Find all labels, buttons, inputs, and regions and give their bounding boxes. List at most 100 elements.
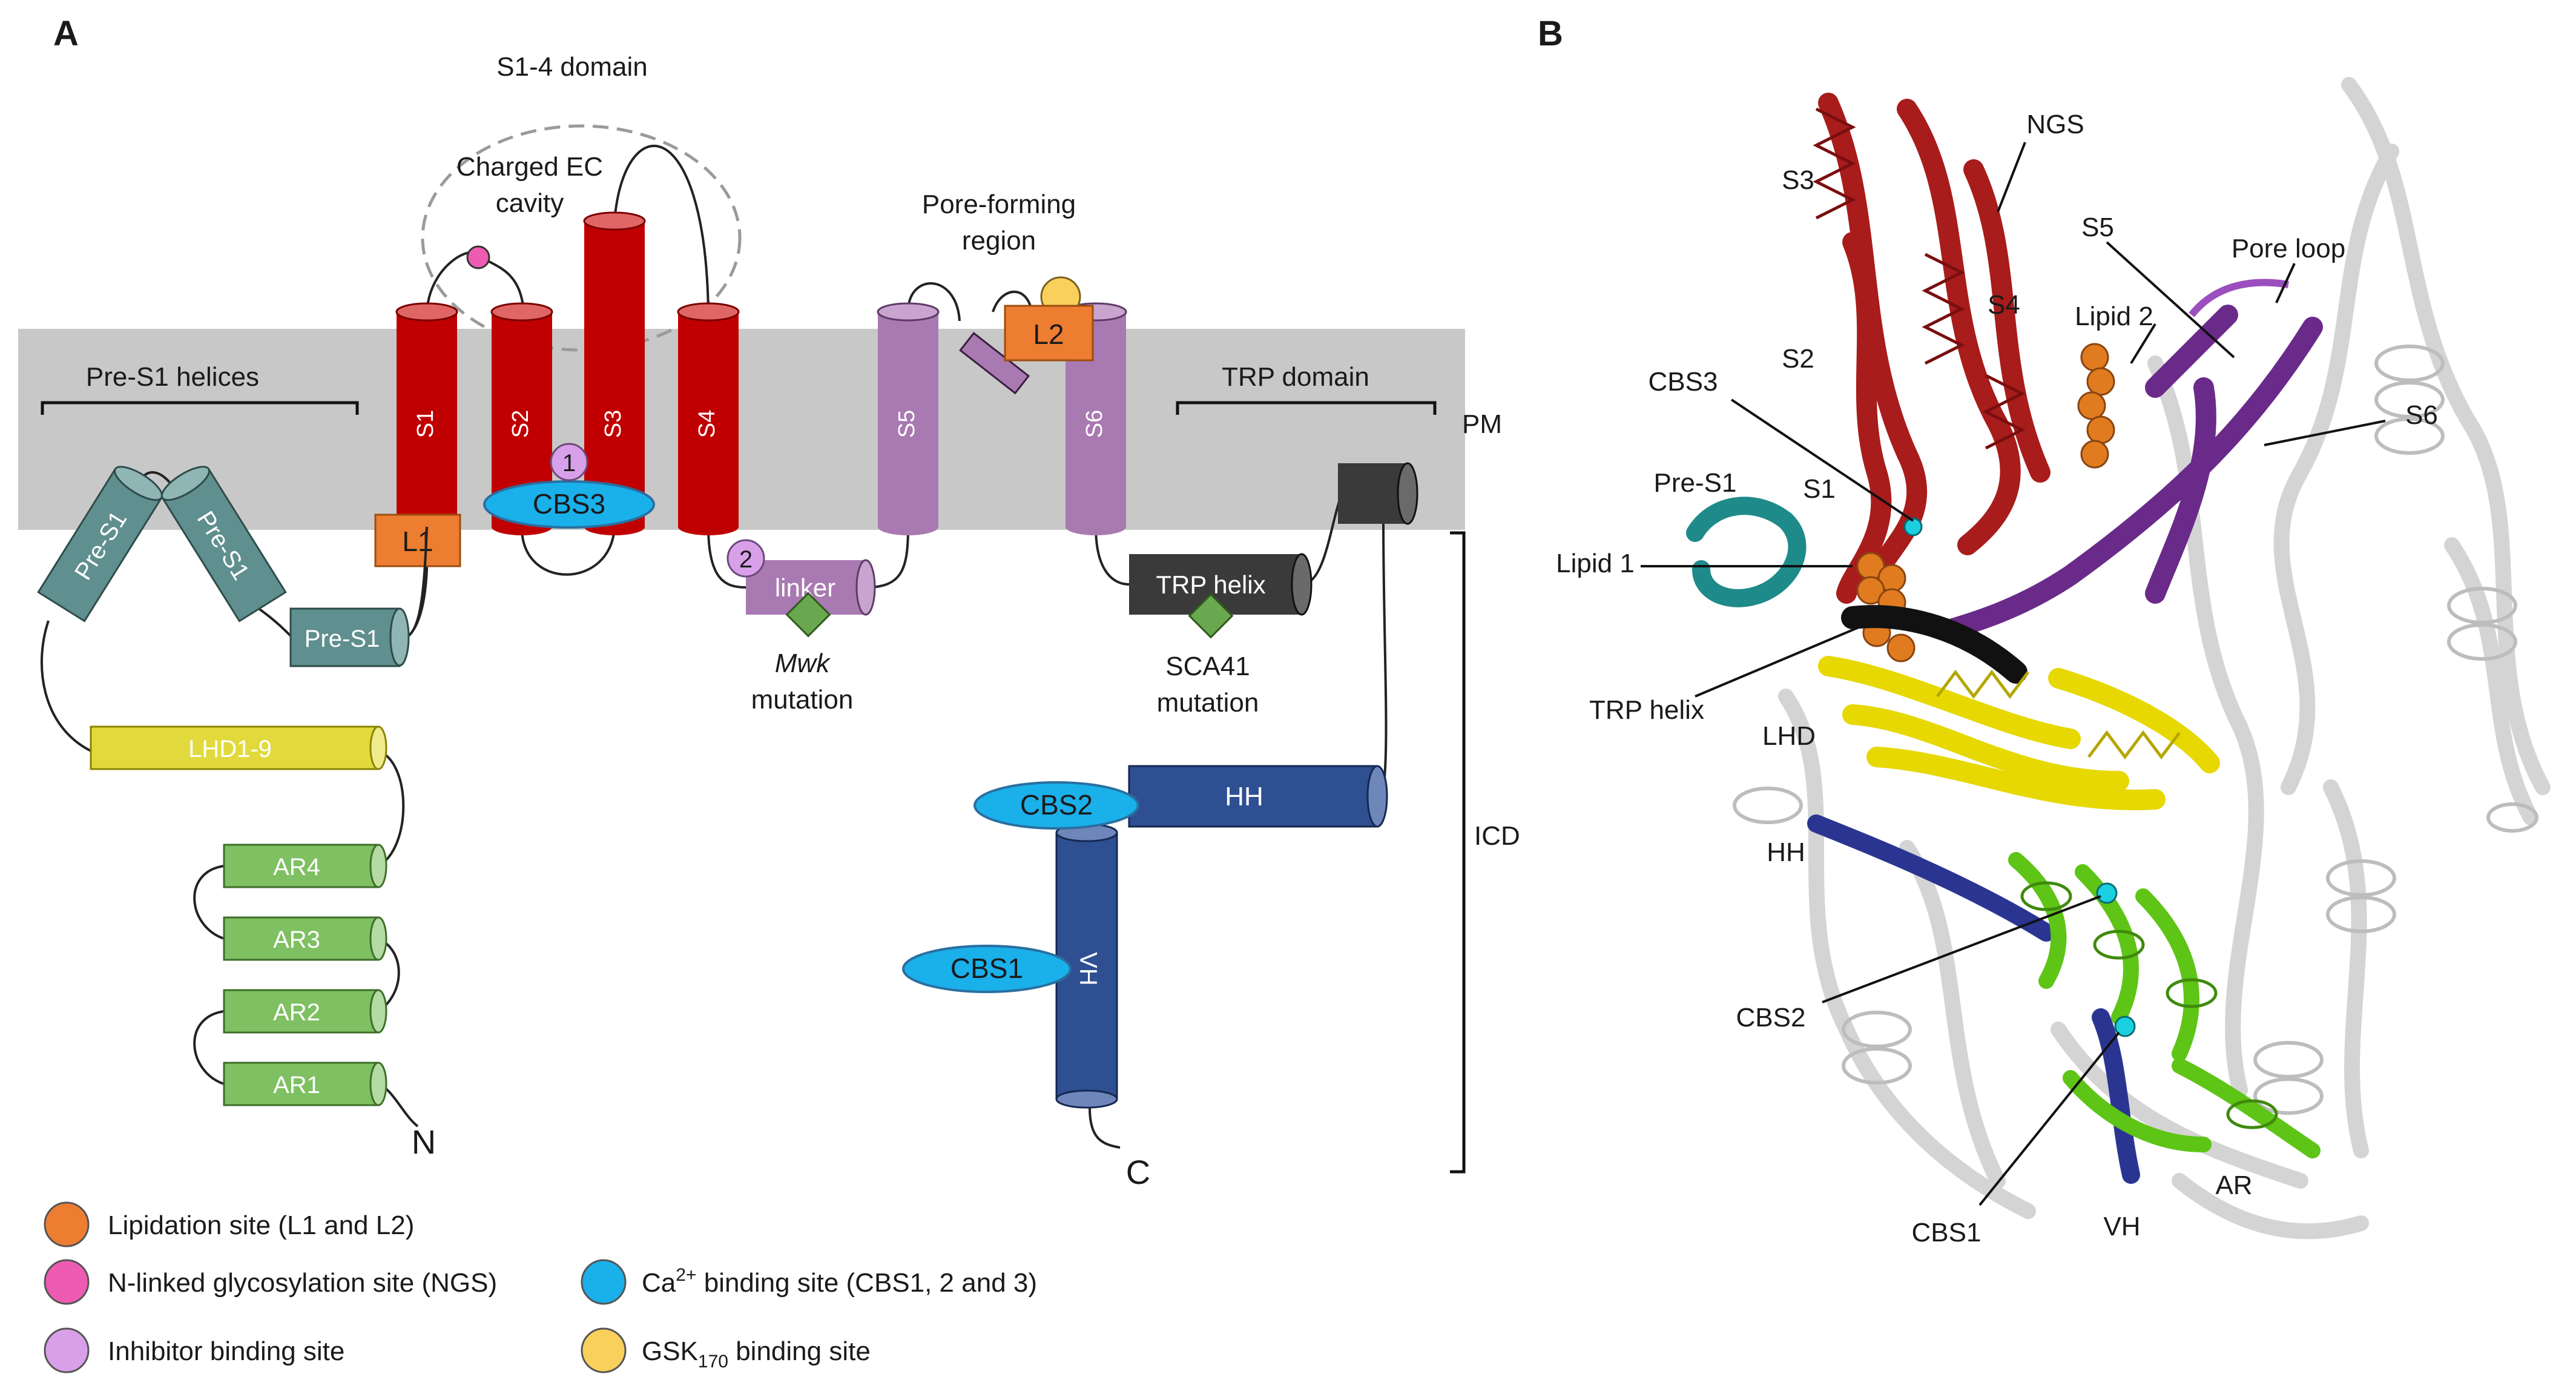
legend-inhibitor-icon: [44, 1327, 90, 1373]
sca41-label: SCA41: [1165, 652, 1250, 681]
cbs3-sphere: [1903, 517, 1923, 537]
mwk-mutation-icon: [785, 592, 831, 638]
ec-cavity-label-2: cavity: [496, 188, 564, 218]
lhd-helix: LHD1-9: [90, 725, 387, 770]
trp-domain-bracket: [1176, 401, 1437, 415]
helix-s5: S5: [877, 302, 940, 535]
ar-cartoon: [2008, 852, 2321, 1158]
cbs3-label: CBS3: [533, 488, 605, 520]
lhd-coils: [1936, 669, 2181, 760]
l2-label: L2: [1033, 319, 1064, 350]
vh-label: VH: [1075, 952, 1101, 986]
mwk-mutation-label: mutation: [751, 685, 854, 715]
n-terminus-label: N: [412, 1123, 436, 1161]
s5-s6-cartoon: [1939, 305, 2323, 640]
b-cbs2-label: CBS2: [1736, 1003, 1806, 1032]
pore-region-label-2: region: [962, 226, 1036, 256]
inhibitor-site-2-icon: [726, 539, 765, 578]
ar2-helix: AR2: [223, 989, 387, 1034]
panel-a-label: A: [53, 14, 79, 53]
lhd-label: LHD1-9: [188, 736, 272, 762]
helix-s5-label: S5: [894, 410, 920, 438]
b-lhd-label: LHD: [1762, 721, 1816, 751]
pre-s1-helix-b: Pre-S1: [160, 466, 287, 623]
mwk-label: Mwk: [775, 649, 831, 678]
sca41-mutation-label: mutation: [1157, 688, 1259, 718]
pre-s1-c-label: Pre-S1: [305, 626, 380, 652]
s1-s4-coils: [1813, 107, 2026, 450]
c-terminus-label: C: [1126, 1153, 1150, 1191]
hh-label: HH: [1225, 782, 1263, 811]
ar2-label: AR2: [273, 999, 320, 1026]
cbs2-site: [973, 781, 1139, 830]
panel-b-label: B: [1538, 14, 1563, 53]
ar4-helix: AR4: [223, 844, 387, 888]
c-terminal-tail: [1089, 1108, 1121, 1149]
helix-s4: S4: [677, 302, 740, 535]
legend-glyco-icon: [44, 1259, 90, 1305]
legend-calcium-icon: [581, 1259, 627, 1305]
pore-helix: [959, 332, 1030, 395]
inhibitor-site-1-label: 1: [562, 450, 576, 477]
hh-helix: HH: [1128, 765, 1388, 828]
gray-helix-coils: [1733, 345, 2538, 1115]
inhibitor-site-2-label: 2: [739, 546, 753, 573]
glycosylation-site-icon: [466, 245, 490, 269]
ar4-label: AR4: [273, 854, 320, 880]
pore-region-label-1: Pore-forming: [922, 190, 1076, 219]
lipidation-site-l1: [374, 514, 461, 567]
legend-inhibitor-label: Inhibitor binding site: [108, 1336, 344, 1366]
pre-s1-bracket: [41, 401, 359, 415]
pm-label: PM: [1462, 409, 1502, 439]
b-ar-label: AR: [2215, 1171, 2252, 1200]
legend-gsk-label: GSK170 binding site: [642, 1336, 871, 1372]
ar3-label: AR3: [273, 927, 320, 953]
legend-glyco-label: N-linked glycosylation site (NGS): [108, 1268, 497, 1298]
lhd-cartoon: [1818, 656, 2220, 810]
trp-domain-cylinder: [1338, 462, 1418, 525]
helix-s1-label: S1: [413, 410, 438, 438]
cbs2-sphere: [2096, 882, 2118, 904]
legend-lipidation-icon: [44, 1201, 90, 1247]
icd-bracket: [1450, 531, 1466, 1174]
pore-loop-cartoon: [2189, 279, 2289, 317]
b-s2-label: S2: [1782, 344, 1814, 374]
l1-label: L1: [402, 526, 433, 557]
panel-b-leader-lines: [1641, 142, 2386, 1206]
trp-helix: TRP helix: [1129, 553, 1313, 616]
b-s5-label: S5: [2081, 213, 2114, 242]
lipid-2-spheres: [2077, 343, 2115, 469]
b-s4-label: S4: [1988, 290, 2020, 320]
ar1-label: AR1: [273, 1072, 320, 1098]
legend-gsk-icon: [581, 1327, 627, 1373]
helix-s6: S6: [1064, 302, 1127, 535]
b-trp-helix-label: TRP helix: [1589, 695, 1704, 725]
plasma-membrane: [18, 329, 1465, 530]
b-cbs1-label: CBS1: [1912, 1218, 1981, 1247]
legend-lipidation-label: Lipidation site (L1 and L2): [108, 1211, 414, 1240]
pre-s1-helix-c: Pre-S1: [289, 607, 410, 667]
b-s1-label: S1: [1803, 474, 1836, 504]
s1-s4-cartoon: [1818, 93, 2051, 604]
b-lipid2-label: Lipid 2: [2075, 302, 2153, 331]
ar1-helix: AR1: [223, 1062, 387, 1106]
helix-s3-label: S3: [601, 410, 626, 438]
b-ngs-label: NGS: [2026, 110, 2084, 139]
helix-s6-label: S6: [1082, 410, 1107, 438]
ar-coils: [2020, 881, 2278, 1129]
cbs2-label: CBS2: [1020, 789, 1093, 821]
b-pre-s1-label: Pre-S1: [1654, 468, 1737, 498]
b-vh-label: VH: [2103, 1212, 2140, 1241]
helix-s3: S3: [583, 211, 646, 535]
b-s6-label: S6: [2405, 400, 2438, 430]
icd-label: ICD: [1474, 821, 1520, 851]
b-s3-label: S3: [1782, 165, 1814, 195]
b-pore-loop-label: Pore loop: [2232, 234, 2345, 263]
cbs1-label: CBS1: [950, 953, 1023, 984]
cbs1-sphere: [2114, 1016, 2136, 1037]
pre-s1-cartoon: [1686, 497, 1807, 607]
legend-calcium-label: Ca2+ binding site (CBS1, 2 and 3): [642, 1265, 1037, 1298]
inhibitor-site-1-icon: [550, 443, 588, 481]
helix-s2-label: S2: [508, 410, 533, 438]
